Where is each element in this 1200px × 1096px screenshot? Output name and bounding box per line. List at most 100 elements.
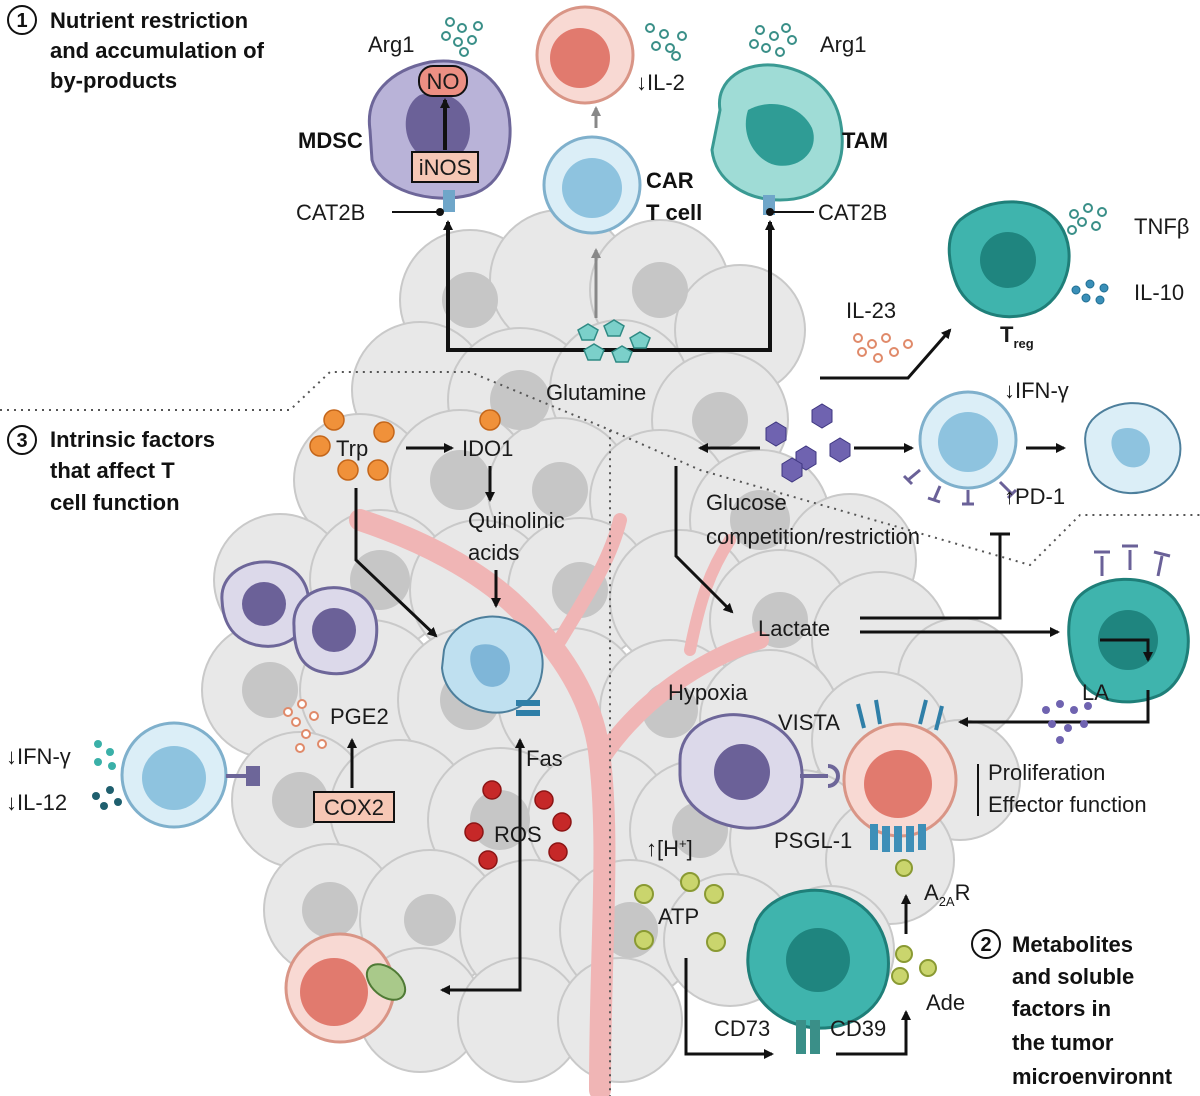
tnfb-label: TNFβ	[1134, 214, 1189, 239]
ros-dots	[464, 780, 572, 870]
section-2-heading: 2 Metabolites and soluble factors in the…	[971, 929, 1173, 1089]
la-label: LA	[1082, 680, 1109, 705]
exhausted-t-cell-top	[535, 5, 635, 105]
mdsc-label: MDSC	[298, 128, 363, 153]
mdsc-cell: NO iNOS	[367, 59, 512, 212]
section-1-number: 1	[16, 10, 27, 32]
quinolinic-label-line-2: acids	[468, 540, 519, 565]
glutamine-arrows	[443, 220, 775, 352]
il23-label: IL-23	[846, 298, 896, 323]
inos-label: iNOS	[419, 155, 472, 180]
fas-label: Fas	[526, 746, 563, 771]
ade-dots	[891, 859, 937, 985]
car-t-cell	[542, 135, 642, 235]
arg1-left-label: Arg1	[368, 32, 414, 57]
pd1-label: ↑PD-1	[1004, 484, 1065, 509]
effector-label: Effector function	[988, 792, 1147, 817]
glutamine-pentagons	[577, 319, 651, 363]
il2-dots	[645, 23, 687, 61]
mdsc-pair-left	[220, 560, 379, 676]
section-2-line-4: the tumor	[1012, 1030, 1114, 1055]
section-2-line-3: factors in	[1012, 996, 1111, 1021]
mitochondria-t-cell	[284, 932, 407, 1044]
arg1-right-label: Arg1	[820, 32, 866, 57]
hypoxia-label: Hypoxia	[668, 680, 748, 705]
pge2-dots	[283, 699, 327, 753]
left-t-cell	[120, 721, 260, 829]
glutamine-label: Glutamine	[546, 380, 646, 405]
section-3-line-3: cell function	[50, 490, 180, 515]
cd39-label: CD39	[830, 1016, 886, 1041]
section-3-heading: 3 Intrinsic factors that affect T cell f…	[7, 425, 215, 515]
section-3-line-2: that affect T	[50, 458, 175, 483]
atp-dots	[634, 872, 726, 952]
section-2-badge	[971, 929, 1001, 959]
glucose-label-line-1: Glucose	[706, 490, 787, 515]
no-label: NO	[427, 69, 460, 94]
la-dots	[1042, 700, 1092, 744]
cat2b-left-label: CAT2B	[296, 200, 365, 225]
glucose-label-line-2: competition/restriction	[706, 524, 920, 549]
il2-label: ↓IL-2	[636, 70, 685, 95]
cat2b-right-label: CAT2B	[818, 200, 887, 225]
section-1-heading: 1 Nutrient restriction and accumulation …	[7, 5, 265, 93]
cox2-label: COX2	[324, 795, 384, 820]
tnfb-dots	[1067, 203, 1107, 235]
tam-label: TAM	[842, 128, 888, 153]
ros-label: ROS	[494, 822, 542, 847]
arg1-left-dots	[441, 17, 483, 57]
ido1-label: IDO1	[462, 436, 513, 461]
vista-label: VISTA	[778, 710, 840, 735]
section-dividers	[0, 371, 1200, 1096]
ade-label: Ade	[926, 990, 965, 1015]
cd73-label: CD73	[714, 1016, 770, 1041]
il23-arrow	[820, 328, 952, 380]
quinolinic-label-line-1: Quinolinic	[468, 508, 565, 533]
mdsc-cell-lower	[678, 713, 840, 830]
atp-label: ATP	[658, 904, 699, 929]
il12-dots	[92, 786, 122, 810]
trp-label: Trp	[336, 436, 368, 461]
treg-cell	[947, 200, 1071, 319]
section-1-line-1: Nutrient restriction	[50, 8, 248, 33]
section-3-number: 3	[16, 430, 27, 452]
il10-dots	[1071, 279, 1109, 305]
lactate-target-cell	[1067, 544, 1190, 704]
effector-t-cell	[842, 699, 958, 852]
treg-label: Treg	[1000, 322, 1034, 351]
car-label-line-2: T cell	[646, 200, 702, 225]
il23-dots	[853, 333, 913, 363]
car-label-line-1: CAR	[646, 168, 694, 193]
section-2-line-2: and soluble	[1012, 964, 1134, 989]
section-1-badge	[7, 5, 37, 35]
proliferation-label: Proliferation	[988, 760, 1105, 785]
h-label: ↑[H+]	[646, 836, 693, 861]
no-box	[418, 65, 468, 97]
section-2-number: 2	[980, 934, 991, 956]
il12-label: ↓IL-12	[6, 790, 67, 815]
il10-label: IL-10	[1134, 280, 1184, 305]
arg1-right-dots	[749, 23, 797, 57]
section-3-badge	[7, 425, 37, 455]
glucose-hexagons	[765, 403, 851, 483]
ifng-top-label: ↓IFN-γ	[1004, 378, 1069, 403]
apoptotic-t-cell-center	[440, 615, 544, 716]
cd-t-cell	[746, 888, 890, 1054]
pd1-t-cell	[902, 390, 1018, 506]
psgl1-label: PSGL-1	[774, 828, 852, 853]
pge2-label: PGE2	[330, 704, 389, 729]
apoptotic-t-cell-right	[1084, 402, 1182, 495]
cox2-box	[313, 791, 395, 823]
section-1-line-3: by-products	[50, 68, 177, 93]
lactate-label: Lactate	[758, 616, 830, 641]
inos-box	[411, 151, 479, 183]
ifng-left-dots	[94, 740, 116, 770]
section-1-line-2: and accumulation of	[50, 38, 265, 63]
tam-cell	[710, 63, 844, 215]
trp-dots	[309, 409, 501, 481]
section-2-line-5: microenvironnt	[1012, 1064, 1173, 1089]
ifng-left-label: ↓IFN-γ	[6, 744, 71, 769]
section-2-line-1: Metabolites	[1012, 932, 1133, 957]
